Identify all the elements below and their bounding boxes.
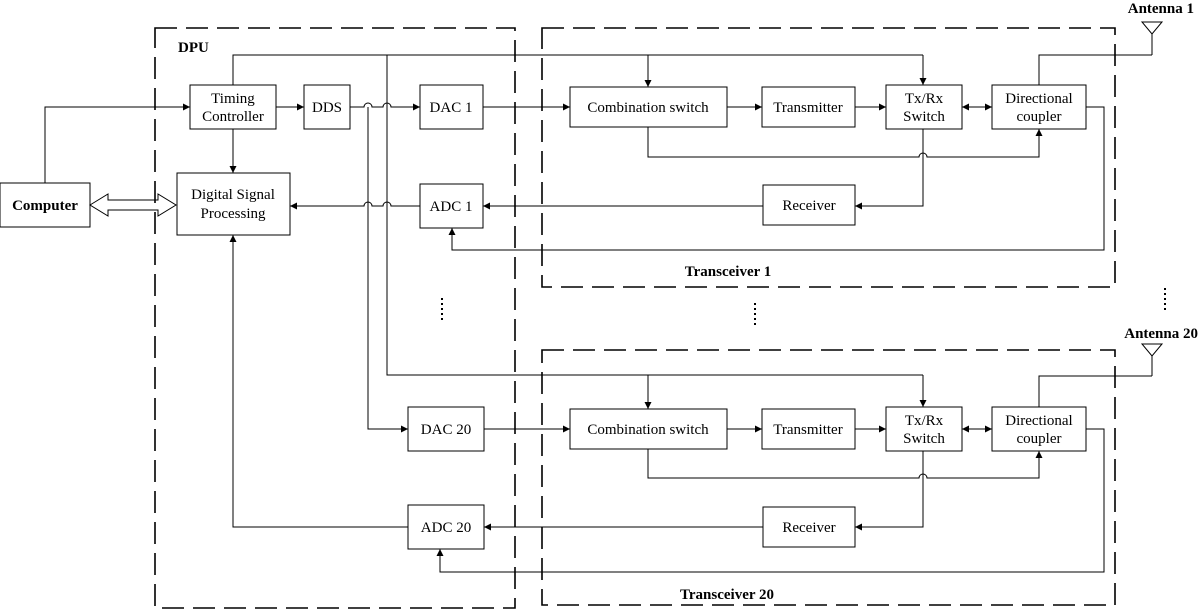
adc-20-label: ADC 20: [421, 520, 471, 536]
dsp-line-2: Processing: [201, 206, 266, 222]
txrx-switch-1-line-1: Tx/Rx: [905, 91, 944, 107]
directional-coupler-20-line-1: Directional: [1005, 413, 1072, 429]
txrx-switch-20-line-2: Switch: [903, 431, 945, 447]
adc-20-block: ADC 20: [407, 504, 485, 550]
transceiver-1-boundary: [541, 27, 1116, 288]
combination-switch-1-label: Combination switch: [587, 100, 709, 116]
dac-20-block: DAC 20: [407, 406, 485, 452]
computer-label: Computer: [12, 198, 78, 214]
dac-20-label: DAC 20: [421, 422, 471, 438]
transceiver-1-label: Transceiver 1: [685, 264, 772, 280]
transceiver-20-connections: [436, 375, 1152, 573]
dpu-boundary: [154, 27, 516, 609]
adc-1-label: ADC 1: [430, 199, 473, 215]
transmitter-1-block: Transmitter: [761, 86, 856, 128]
dds-label: DDS: [312, 100, 342, 116]
receiver-20-label: Receiver: [782, 520, 835, 536]
dpu-label: DPU: [178, 40, 209, 56]
combination-switch-20-block: Combination switch: [569, 408, 728, 450]
directional-coupler-1-line-2: coupler: [1017, 109, 1062, 125]
directional-coupler-20-line-2: coupler: [1017, 431, 1062, 447]
txrx-switch-1-line-2: Switch: [903, 109, 945, 125]
receiver-1-label: Receiver: [782, 198, 835, 214]
dac-1-label: DAC 1: [430, 100, 473, 116]
receiver-20-block: Receiver: [762, 506, 856, 548]
txrx-switch-20-block: Tx/Rx Switch: [885, 406, 963, 452]
receiver-1-block: Receiver: [762, 184, 856, 226]
dpu-connections: [44, 54, 927, 528]
dsp-line-1: Digital Signal: [191, 187, 275, 203]
adc-1-block: ADC 1: [419, 183, 484, 229]
directional-coupler-20-block: Directional coupler: [991, 406, 1087, 452]
transceiver-20-label: Transceiver 20: [680, 587, 774, 603]
antenna-1-icon: [1140, 21, 1164, 55]
transceiver-1-connections: [448, 54, 1152, 251]
combination-switch-1-block: Combination switch: [569, 86, 728, 128]
computer-block: Computer: [0, 182, 91, 228]
antenna-1-label: Antenna 1: [1128, 1, 1194, 17]
transmitter-20-label: Transmitter: [773, 422, 842, 438]
combination-switch-20-label: Combination switch: [587, 422, 709, 438]
directional-coupler-1-block: Directional coupler: [991, 84, 1087, 130]
txrx-switch-1-block: Tx/Rx Switch: [885, 84, 963, 130]
computer-dsp-bidirectional-arrow: [89, 193, 177, 217]
dsp-block: Digital Signal Processing: [176, 172, 291, 236]
timing-controller-block: Timing Controller: [189, 84, 277, 130]
dac-1-block: DAC 1: [419, 84, 484, 130]
directional-coupler-1-line-1: Directional: [1005, 91, 1072, 107]
timing-controller-line-1: Timing: [211, 91, 255, 107]
antenna-20-icon: [1140, 343, 1164, 376]
transmitter-20-block: Transmitter: [761, 408, 856, 450]
transceiver-20-boundary: [541, 349, 1116, 606]
dds-block: DDS: [303, 84, 351, 130]
txrx-switch-20-line-1: Tx/Rx: [905, 413, 944, 429]
antenna-20-label: Antenna 20: [1124, 326, 1198, 342]
timing-controller-line-2: Controller: [202, 109, 264, 125]
transmitter-1-label: Transmitter: [773, 100, 842, 116]
